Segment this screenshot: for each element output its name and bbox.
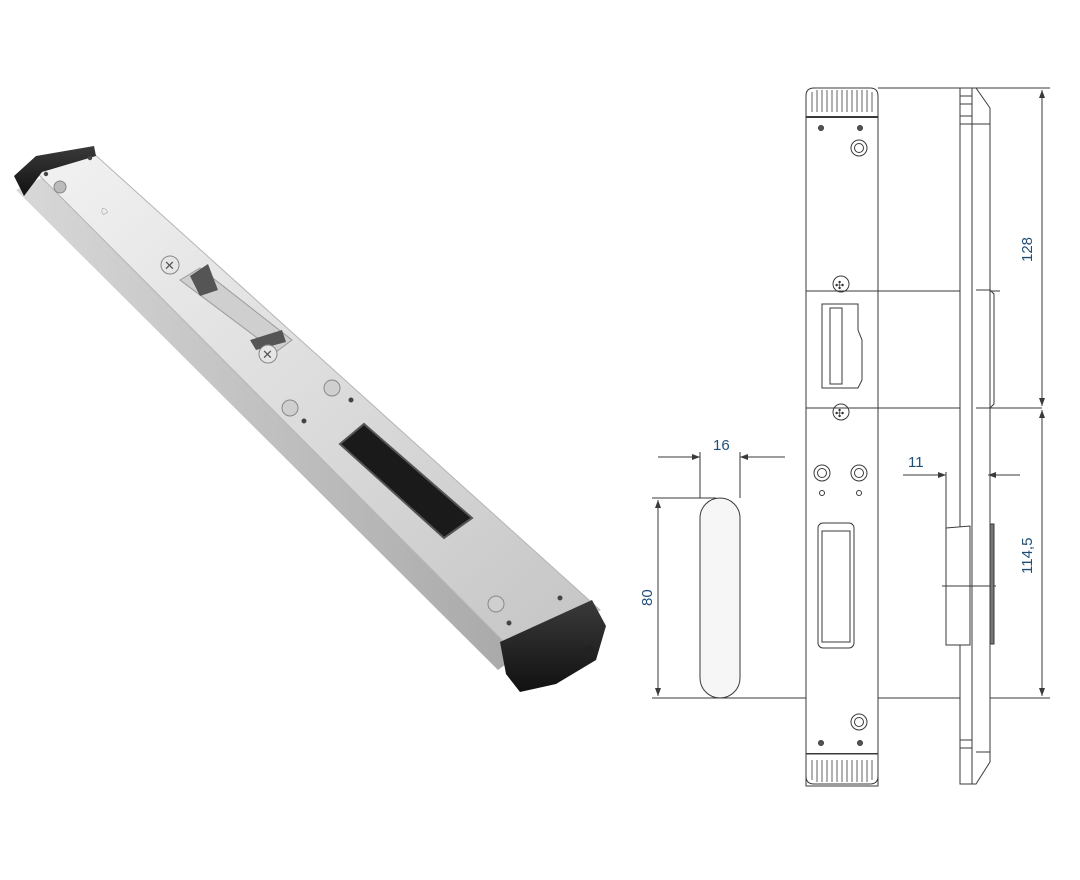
countersunk-hole xyxy=(53,180,67,194)
svg-text:✣: ✣ xyxy=(835,280,844,292)
countersunk-hole xyxy=(487,595,505,613)
adjustable-keeper: ✕ ✕ xyxy=(160,255,293,364)
countersunk-hole xyxy=(850,139,868,157)
side-view xyxy=(878,87,1050,785)
countersunk-hole xyxy=(281,399,299,417)
dim-label-lower-section: 114,5 xyxy=(1019,538,1036,574)
top-end-cap xyxy=(14,146,96,196)
bottom-end-cap xyxy=(500,600,606,692)
keeper-screw xyxy=(832,275,850,293)
pin-hole xyxy=(557,595,563,601)
plate-side-face xyxy=(16,176,525,670)
dim-label-bolt-width: 16 xyxy=(713,437,730,454)
pin-hole xyxy=(87,155,93,161)
bolt-outline-view xyxy=(652,452,1050,699)
svg-text:✣: ✣ xyxy=(835,408,844,420)
product-photo: ⌂ ✕ ✕ xyxy=(14,146,606,692)
pin-hole xyxy=(348,397,354,403)
bolt-pocket-outline xyxy=(817,522,855,649)
svg-text:✕: ✕ xyxy=(262,347,273,362)
front-view: ✣ ✣ xyxy=(805,87,1042,787)
svg-text:✕: ✕ xyxy=(164,258,175,273)
pin-hole xyxy=(506,620,512,626)
bolt-pocket xyxy=(338,422,474,540)
dim-label-upper-section: 128 xyxy=(1019,237,1036,262)
pin-hole xyxy=(301,418,307,424)
dim-label-bolt-height: 80 xyxy=(639,589,656,606)
pin-hole xyxy=(43,171,49,177)
dim-label-lip-depth: 11 xyxy=(908,454,924,471)
countersunk-hole xyxy=(323,379,341,397)
plate-top-face xyxy=(33,151,601,651)
technical-drawing: ✣ ✣ xyxy=(652,87,1050,787)
keeper-screw xyxy=(832,403,850,421)
